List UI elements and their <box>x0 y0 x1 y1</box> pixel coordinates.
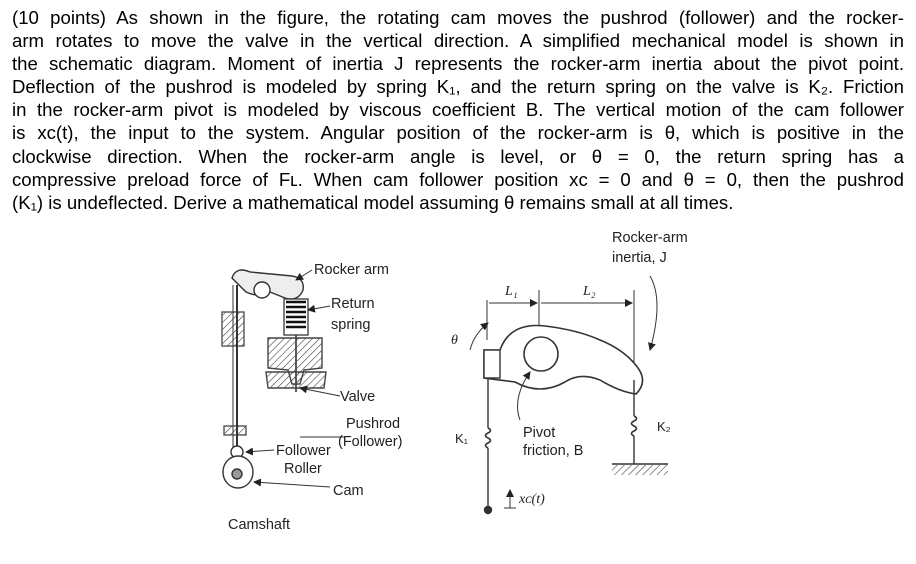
rocker-body <box>483 324 644 395</box>
label-L2: L₂ <box>582 284 596 299</box>
label-rocker-arm: Rocker arm <box>314 262 389 278</box>
problem-line: compressive preload force of Fʟ. When ca… <box>12 168 904 190</box>
label-L1: L₁ <box>504 284 518 299</box>
inertia-leader <box>648 275 658 351</box>
label-return-spring: Return <box>331 296 375 312</box>
problem-statement: (10 points) As shown in the figure, the … <box>12 6 904 214</box>
rocker-pivot <box>253 281 271 299</box>
k2-spring <box>630 415 638 437</box>
right-figure <box>469 275 668 515</box>
problem-line: arm rotates to move the valve in the ver… <box>12 30 904 52</box>
ground-hatch <box>612 465 668 475</box>
label-follower-roller: Roller <box>284 461 322 477</box>
problem-line: is xᴄ(t), the input to the system. Angul… <box>12 122 904 144</box>
return-spring <box>286 300 306 329</box>
label-pivot-friction: friction, B <box>523 443 583 459</box>
label-xc: xᴄ(t) <box>518 492 545 507</box>
label-theta: θ <box>451 333 458 348</box>
problem-line: Deflection of the pushrod is modeled by … <box>12 76 904 98</box>
label-inertia: inertia, J <box>612 250 667 266</box>
problem-line: (K₁) is undeflected. Derive a mathematic… <box>12 191 734 213</box>
leader-line <box>307 304 331 313</box>
label-valve: Valve <box>340 389 375 405</box>
label-follower-roller: Follower <box>276 443 331 459</box>
label-pivot-friction: Pivot <box>523 425 555 441</box>
leader-line <box>295 269 313 281</box>
problem-line: the schematic diagram. Moment of inertia… <box>12 53 904 75</box>
input-node <box>483 505 493 515</box>
rocker-end <box>483 349 501 379</box>
problem-line: (10 points) As shown in the figure, the … <box>12 7 904 28</box>
pivot-circle <box>523 336 559 372</box>
problem-line: clockwise direction. When the rocker-arm… <box>12 145 904 167</box>
label-pushrod: Pushrod <box>346 416 400 432</box>
label-pushrod: (Follower) <box>338 434 402 450</box>
k1-spring <box>484 427 492 449</box>
label-K2: K₂ <box>657 419 671 434</box>
label-inertia: Rocker-arm <box>612 230 688 246</box>
wall-hatch <box>223 425 247 436</box>
theta-arrow <box>469 322 489 351</box>
label-camshaft: Camshaft <box>228 517 290 533</box>
label-cam: Cam <box>333 483 364 499</box>
pivot-leader <box>517 371 531 421</box>
camshaft <box>231 468 243 480</box>
leader-line <box>253 478 331 488</box>
left-figure <box>221 269 345 489</box>
label-return-spring: spring <box>331 317 371 333</box>
leader-line <box>299 385 341 397</box>
label-K1: K₁ <box>455 431 469 446</box>
problem-line: in the rocker-arm pivot is modeled by vi… <box>12 99 904 121</box>
leader-line <box>245 447 275 456</box>
valve-seat <box>265 371 327 389</box>
